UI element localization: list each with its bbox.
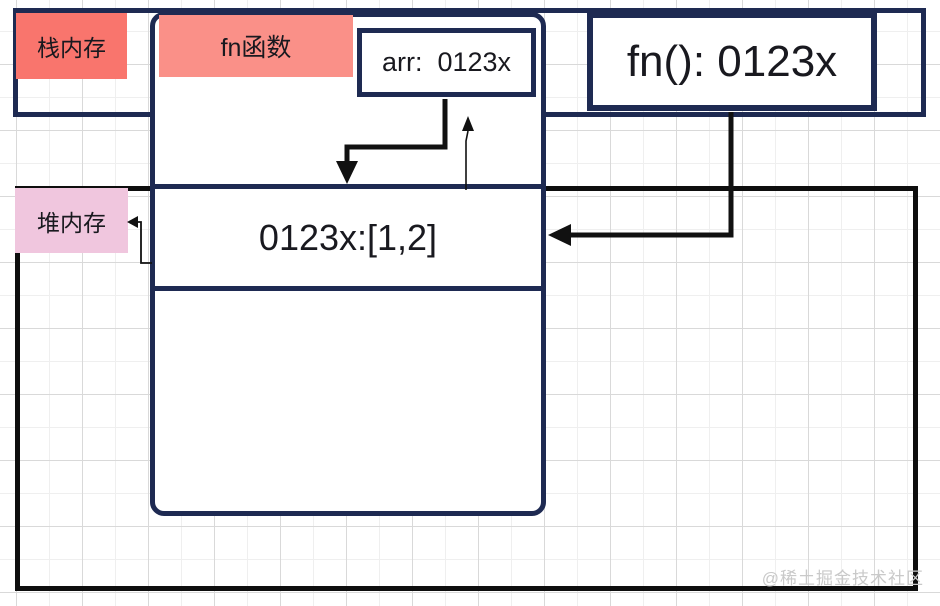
fn-call-box: fn(): 0123x bbox=[587, 12, 877, 111]
heap-object-value: 0123x:[1,2] bbox=[258, 216, 438, 258]
heap-memory-label: 堆内存 bbox=[15, 188, 128, 253]
watermark-text: @稀土掘金技术社区 bbox=[761, 569, 924, 588]
fn-call-value: fn(): 0123x bbox=[626, 36, 838, 86]
heap-memory-label-text: 堆内存 bbox=[37, 209, 106, 236]
arr-variable-box: arr: 0123x bbox=[357, 28, 536, 97]
fn-scope-header: fn函数 bbox=[159, 15, 353, 77]
heap-object-box: 0123x:[1,2] bbox=[155, 184, 541, 291]
stack-memory-label-text: 栈内存 bbox=[37, 35, 106, 61]
fn-scope-title: fn函数 bbox=[220, 34, 292, 62]
arr-variable-value: arr: 0123x bbox=[381, 47, 512, 77]
stack-memory-label: 栈内存 bbox=[16, 13, 127, 79]
